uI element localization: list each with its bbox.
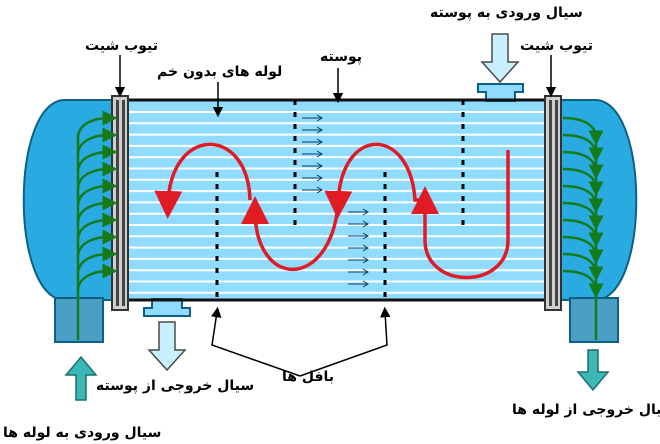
baffles-group — [215, 100, 465, 300]
shell-outlet-arrow — [147, 321, 187, 372]
tube-outlet-nozzle — [569, 297, 619, 343]
tube-bundle — [128, 111, 545, 294]
shell-flow-path — [154, 142, 252, 219]
shell-flow-path — [324, 142, 425, 219]
shell-outlet-nozzle — [143, 298, 191, 317]
shell-flow-small-arrows — [302, 114, 369, 288]
tube-side-flow — [76, 110, 604, 340]
shell-flow-path — [241, 196, 340, 272]
flow-arrow-icon — [348, 268, 369, 276]
shell-outlet-label: سیال خروجی از پوسته — [96, 378, 255, 394]
tube-sheet-right — [544, 95, 562, 311]
shell-flow-path — [411, 150, 510, 280]
flow-arrow-icon — [302, 114, 323, 122]
flow-arrow-icon — [302, 138, 323, 146]
flow-arrow-icon — [348, 256, 369, 264]
tube-outlet-arrow — [576, 349, 610, 392]
shell-inlet-nozzle — [477, 83, 524, 102]
tube-inlet-arrow — [64, 355, 98, 401]
tube-inlet-label: سیال ورودی به لوله ها — [3, 425, 162, 441]
shell-side-flow — [154, 142, 510, 280]
flow-arrow-icon — [348, 280, 369, 288]
flow-arrow-icon — [348, 232, 369, 240]
straight-tubes-label: لوله های بدون خم — [157, 64, 283, 80]
baffles-label: بافل ها — [282, 369, 335, 385]
leader-baffles-right — [299, 306, 391, 377]
shell-inlet-arrow — [480, 33, 520, 84]
shell-label: پوسته — [320, 49, 363, 65]
tube-sheet-left — [111, 95, 129, 311]
flow-arrow-icon — [302, 150, 323, 158]
flow-arrow-icon — [302, 126, 323, 134]
flow-arrow-icon — [348, 244, 369, 252]
tube-outlet-label: سیال خروجی از لوله ها — [512, 402, 660, 418]
tube-sheet-right-label: تیوب شیت — [520, 38, 593, 54]
leader-baffles-left — [211, 306, 301, 377]
flow-arrow-icon — [302, 162, 323, 170]
flow-arrow-icon — [302, 186, 323, 194]
tube-sheet-left-bolts — [116, 100, 125, 306]
flow-arrow-icon — [348, 220, 369, 228]
left-head — [22, 99, 119, 301]
shell-inlet-label: سیال ورودی به پوسته — [430, 5, 583, 21]
flow-arrow-icon — [302, 174, 323, 182]
tube-sheet-left-label: تیوب شیت — [85, 38, 158, 54]
leader-lines — [114, 55, 557, 377]
tube-sheet-right-bolts — [549, 100, 558, 306]
